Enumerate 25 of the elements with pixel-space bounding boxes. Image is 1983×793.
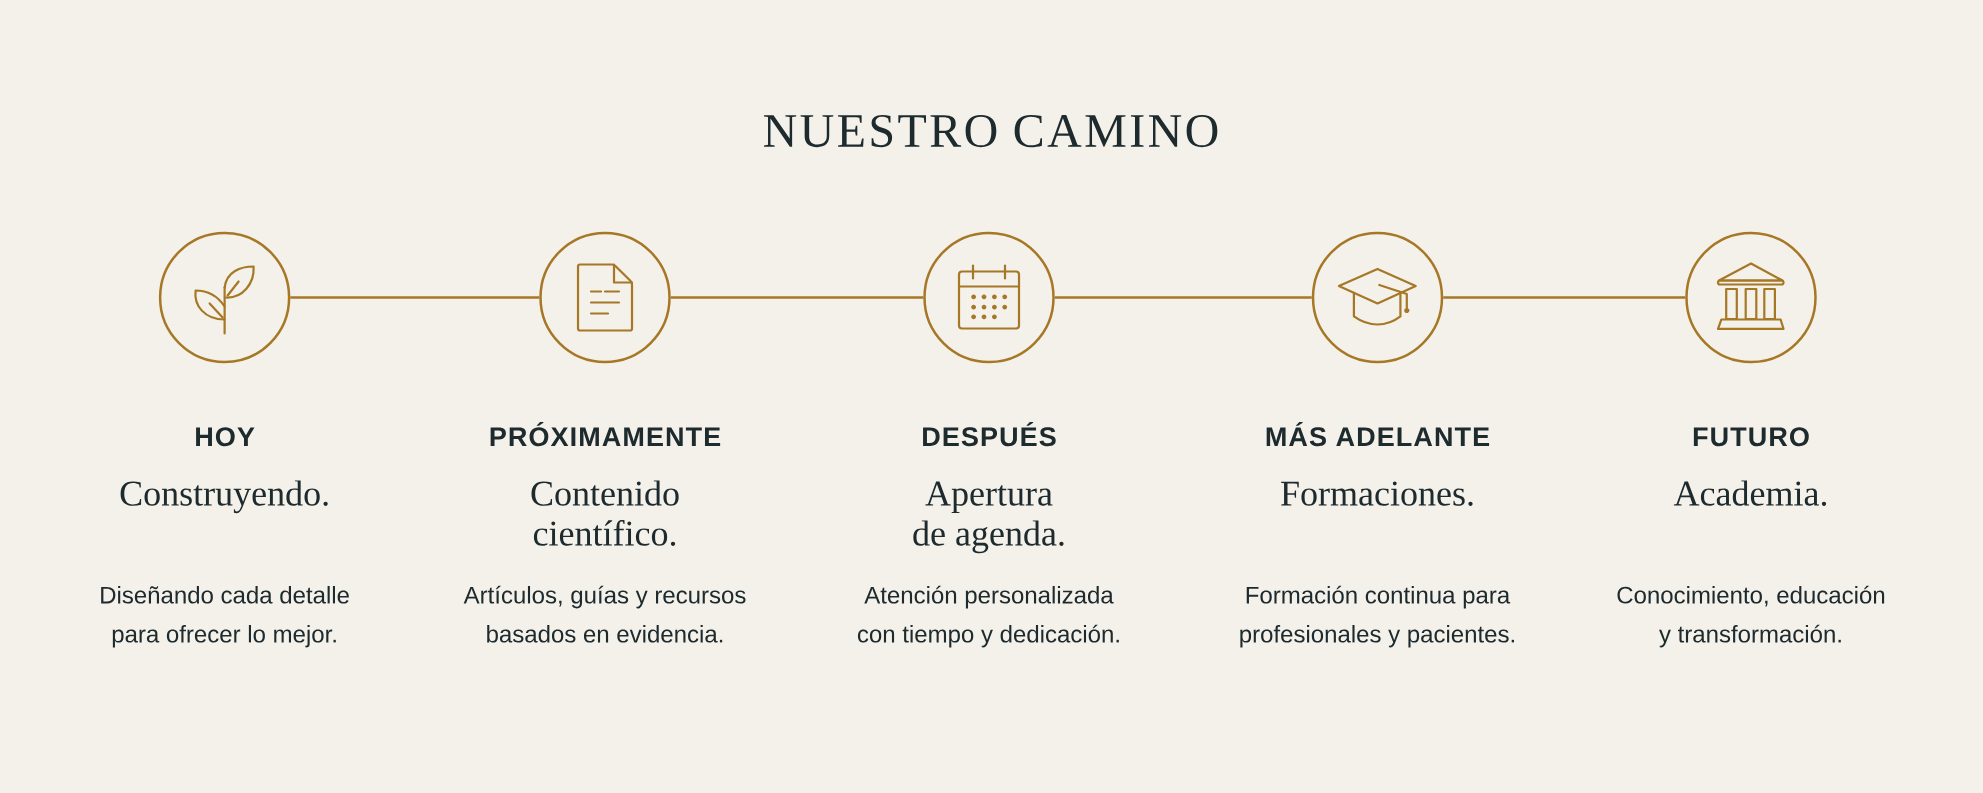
- timeline-circle: [1311, 231, 1444, 364]
- connector-line: [670, 296, 924, 299]
- stage-heading: FUTURO: [1693, 427, 1809, 447]
- stage-description: Artículos, guías y recursos basados en evidencia.: [463, 585, 746, 643]
- title: NUESTRO CAMINO: [764, 114, 1218, 148]
- stage-title: Apertura de agenda.: [913, 481, 1064, 554]
- stage-heading: HOY: [196, 427, 255, 447]
- stage-description: Atención personalizada con tiempo y dedicación.: [857, 585, 1119, 648]
- stage-title: Academia.: [1673, 480, 1827, 506]
- stage-description: Formación continua para profesionales y pacientes.: [1240, 585, 1514, 648]
- connector-line: [1054, 296, 1312, 299]
- timeline-circle: [539, 231, 671, 364]
- timeline-circle: [1685, 231, 1817, 364]
- stage-title: Formaciones.: [1281, 481, 1473, 506]
- timeline-circle: [158, 231, 291, 364]
- stage-description: Conocimiento, educación y transformación.: [1617, 585, 1885, 648]
- connector-line: [290, 296, 540, 299]
- stage-title: Contenido científico.: [531, 480, 679, 546]
- stage-heading: PRÓXIMAMENTE: [490, 422, 721, 447]
- stage-heading: MÁS ADELANTE: [1266, 422, 1490, 447]
- stage-heading: DESPUÉS: [923, 422, 1056, 447]
- timeline-circle: [923, 231, 1055, 364]
- connector-line: [1443, 296, 1686, 299]
- stage-description: Diseñando cada detalle para ofrecer lo mejor.: [101, 586, 349, 648]
- stage-title: Construyendo.: [120, 480, 328, 514]
